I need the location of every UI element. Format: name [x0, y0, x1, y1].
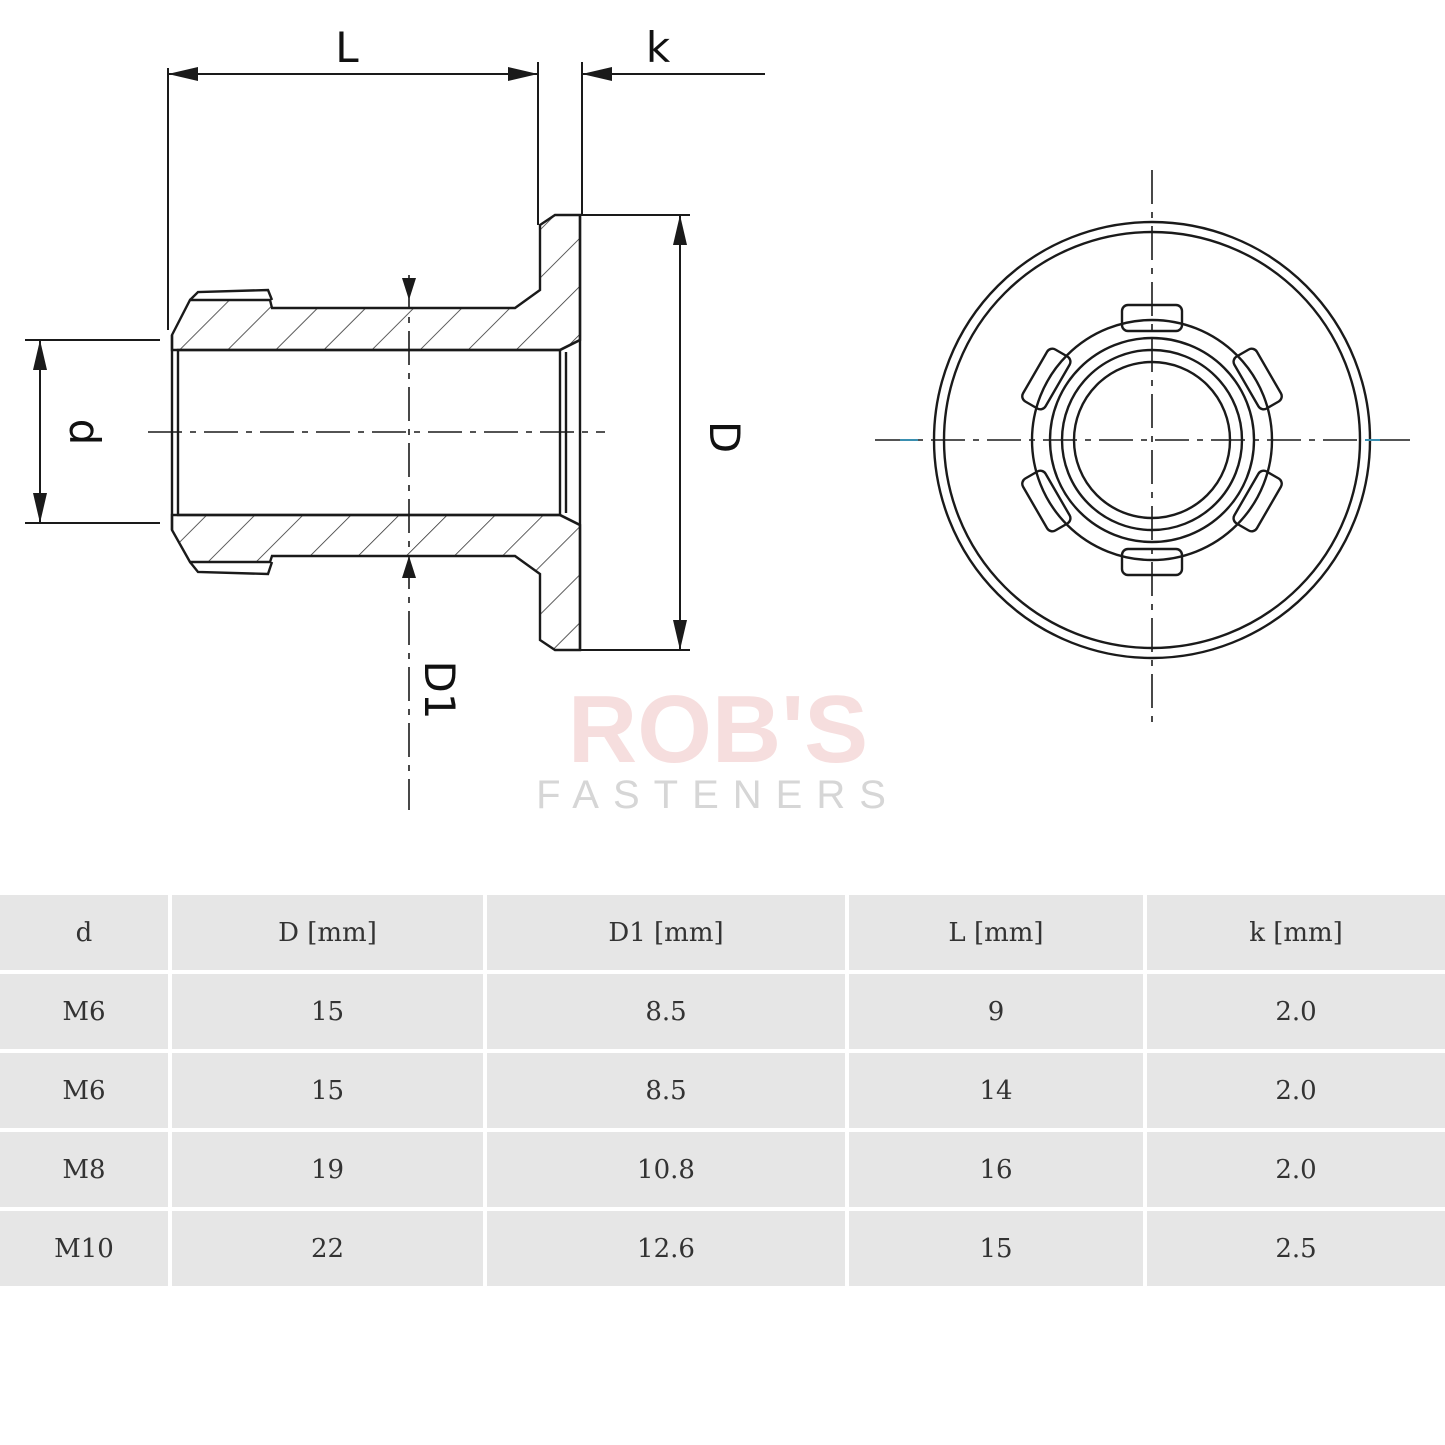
cell-D1: 8.5: [487, 1053, 849, 1132]
table-row: M8 19 10.8 16 2.0: [0, 1132, 1445, 1211]
technical-drawing: L k d D D1 ROB'S FASTENERS: [25, 23, 1410, 817]
table-header-row: d D [mm] D1 [mm] L [mm] k [mm]: [0, 895, 1445, 974]
cell-k: 2.0: [1147, 1132, 1445, 1211]
dim-label-D: D: [700, 421, 749, 453]
dim-label-D1: D1: [415, 660, 464, 719]
dim-label-d: d: [60, 419, 109, 446]
body-circle: [1030, 318, 1274, 562]
watermark: ROB'S FASTENERS: [536, 676, 900, 817]
header-D: D [mm]: [172, 895, 487, 974]
cell-d: M10: [0, 1211, 172, 1290]
header-D1: D1 [mm]: [487, 895, 849, 974]
header-d: d: [0, 895, 172, 974]
cell-D: 22: [172, 1211, 487, 1290]
cell-D: 15: [172, 974, 487, 1053]
cell-L: 15: [849, 1211, 1147, 1290]
chamfer-circle: [1060, 348, 1244, 532]
upper-wall-section: [170, 213, 582, 352]
lower-lug: [189, 561, 274, 576]
cell-k: 2.0: [1147, 1053, 1445, 1132]
dim-label-L: L: [335, 23, 359, 72]
cell-d: M6: [0, 1053, 172, 1132]
specification-table: d D [mm] D1 [mm] L [mm] k [mm] M6 15 8.5…: [0, 895, 1445, 1290]
locking-lugs: [1021, 303, 1283, 577]
cell-D: 15: [172, 1053, 487, 1132]
watermark-line1: ROB'S: [568, 676, 868, 783]
dimension-lines: [25, 62, 765, 651]
watermark-line2: FASTENERS: [536, 773, 900, 817]
cell-L: 16: [849, 1132, 1147, 1211]
dimension-arrows: [33, 67, 687, 650]
cell-k: 2.5: [1147, 1211, 1445, 1290]
header-L: L [mm]: [849, 895, 1147, 974]
bore-circle: [1072, 360, 1232, 520]
upper-lug: [189, 288, 274, 301]
cell-k: 2.0: [1147, 974, 1445, 1053]
cell-d: M8: [0, 1132, 172, 1211]
flange-inner-circle: [942, 230, 1362, 650]
cell-d: M6: [0, 974, 172, 1053]
cell-D1: 8.5: [487, 974, 849, 1053]
lower-wall-section: [170, 513, 582, 652]
table-row: M6 15 8.5 14 2.0: [0, 1053, 1445, 1132]
cell-L: 9: [849, 974, 1147, 1053]
header-k: k [mm]: [1147, 895, 1445, 974]
dim-label-k: k: [646, 23, 671, 72]
cell-L: 14: [849, 1053, 1147, 1132]
cell-D1: 10.8: [487, 1132, 849, 1211]
cell-D: 19: [172, 1132, 487, 1211]
table-row: M6 15 8.5 9 2.0: [0, 974, 1445, 1053]
table-row: M10 22 12.6 15 2.5: [0, 1211, 1445, 1290]
shoulder-circle: [1048, 336, 1256, 544]
cell-D1: 12.6: [487, 1211, 849, 1290]
